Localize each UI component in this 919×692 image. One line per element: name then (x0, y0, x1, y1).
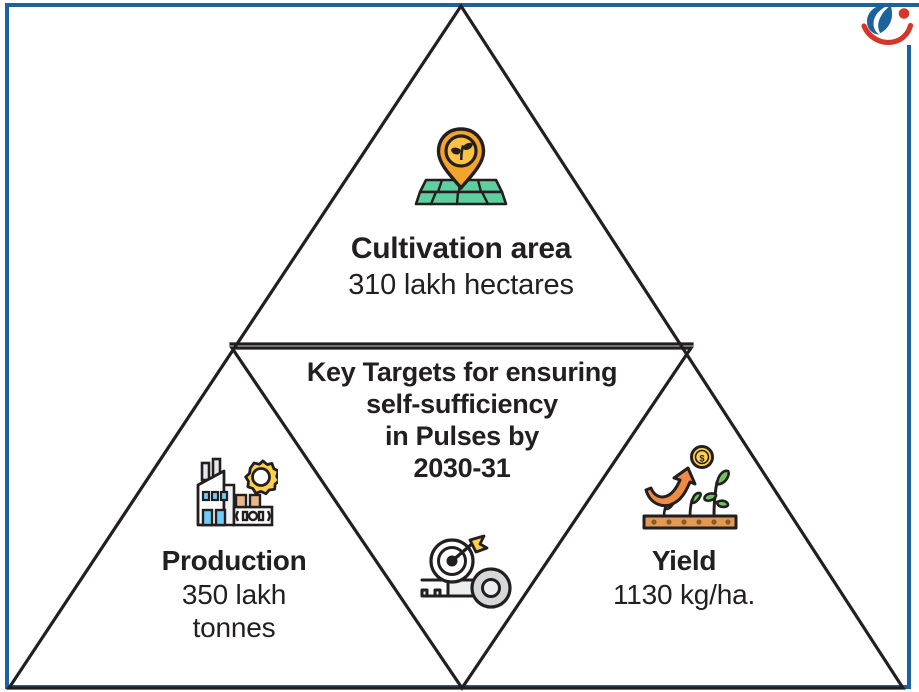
center-heading-line-2: self-sufficiency (366, 388, 558, 419)
yield-value: 1130 kg/ha. (612, 578, 756, 610)
key-target-icon (420, 534, 512, 609)
growth-arrow-plant-coin-icon: $ (642, 445, 738, 530)
logo-leaf-outer (867, 4, 890, 35)
center-heading: Key Targets for ensuring self-sufficienc… (252, 357, 672, 484)
production-value-line-2: tonnes (192, 612, 276, 644)
svg-text:$: $ (699, 454, 704, 464)
yield-text: Yield 1130 kg/ha. (578, 545, 790, 610)
logo-leaf-inner (878, 5, 893, 34)
yield-title: Yield (651, 545, 717, 576)
cultivation-area-text: Cultivation area 310 lakh hectares (259, 232, 663, 302)
dart-shaft (450, 541, 475, 563)
center-heading-line-3: in Pulses by (385, 420, 539, 451)
logo-dot (898, 8, 910, 19)
key-shaft (420, 578, 484, 598)
page-border-right (907, 45, 911, 689)
center-inverted-triangle (228, 346, 695, 691)
factory-gear-icon (196, 457, 278, 527)
sprout-glyph (451, 142, 473, 160)
cultivation-area-title: Cultivation area (350, 232, 572, 265)
page-border-left (5, 3, 9, 689)
dart-fletching (468, 534, 489, 554)
production-text: Production 350 lakh tonnes (128, 545, 340, 644)
map-pin-field-icon (414, 127, 508, 206)
growth-arrow (644, 466, 697, 507)
production-title: Production (161, 545, 307, 576)
center-heading-line-4: 2030-31 (413, 452, 511, 483)
logo-arc (861, 22, 914, 45)
center-heading-line-1: Key Targets for ensuring (306, 357, 618, 387)
brand-logo (861, 4, 914, 45)
production-value-line-1: 350 lakh (181, 578, 287, 610)
key-bow-hole (481, 578, 501, 598)
cultivation-area-value: 310 lakh hectares (348, 268, 574, 301)
gear-hub (251, 467, 271, 487)
